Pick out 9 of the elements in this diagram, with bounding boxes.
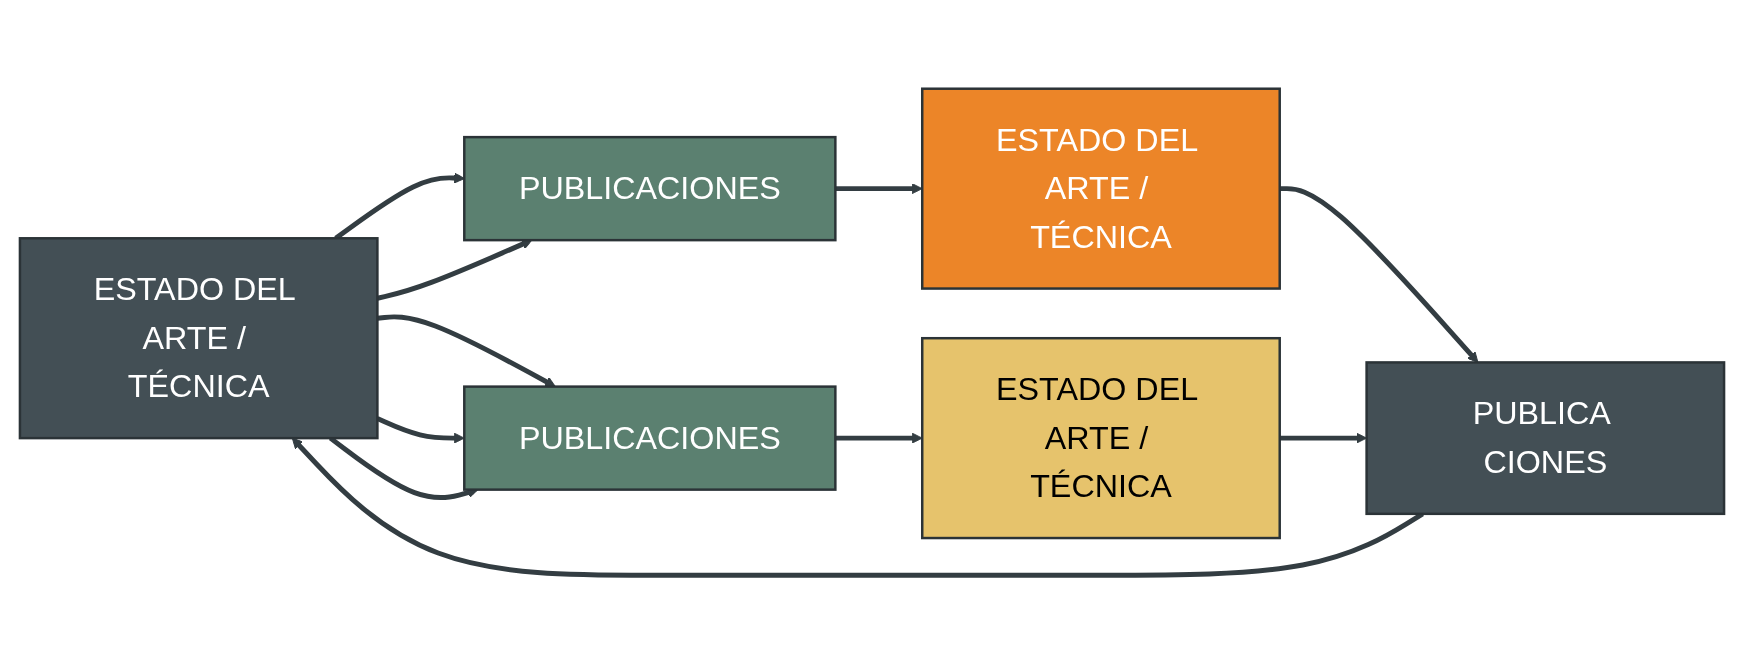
arrow [835, 432, 923, 444]
arrow [1279, 186, 1479, 363]
node-box: ESTADO DEL ARTE / TÉCNICA [18, 237, 379, 440]
arrow [835, 183, 923, 195]
node-box: ESTADO DEL ARTE / TÉCNICA [921, 87, 1281, 290]
node-box: PUBLICACIONES [463, 385, 837, 491]
node-box: ESTADO DEL ARTE / TÉCNICA [921, 336, 1281, 540]
node-box: PUBLICA CIONES [1365, 361, 1726, 516]
node-box: PUBLICACIONES [463, 135, 837, 242]
